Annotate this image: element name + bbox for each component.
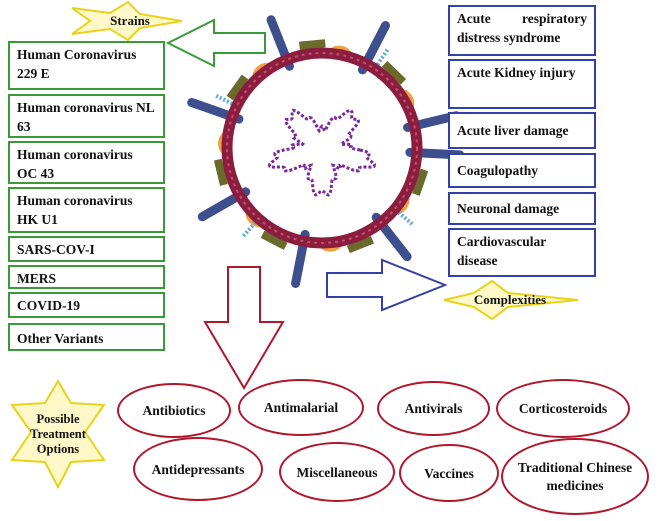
treatment-arrow	[203, 266, 285, 390]
virus-illustration	[187, 15, 465, 288]
membrane-protein	[299, 39, 326, 50]
membrane-protein	[226, 74, 249, 101]
complexity-box: Neuronal damage	[448, 192, 596, 225]
strain-box: MERS	[8, 265, 165, 289]
strains-arrow	[165, 18, 266, 68]
complexity-box: Coagulopathy	[448, 153, 596, 188]
membrane-protein	[381, 61, 407, 85]
complexity-box: Acute liver damage	[448, 112, 596, 149]
membrane-protein	[213, 158, 228, 186]
strain-box: Human coronavirus OC 43	[8, 141, 165, 184]
treatment-title: Possible Treatment Options	[30, 412, 86, 456]
membrane-protein	[260, 230, 288, 250]
virus-envelope-texture	[226, 52, 418, 244]
strain-box: Human coronavirus HK U1	[8, 187, 165, 233]
strains-title: Strains	[110, 13, 150, 28]
complexities-title: Complexities	[473, 292, 547, 307]
strain-box: Human coronavirus NL 63	[8, 94, 165, 138]
treatment-oval: Antivirals	[377, 381, 490, 436]
treatment-oval: Traditional Chinese medicines	[501, 438, 649, 515]
strain-box: COVID-19	[8, 292, 165, 318]
strain-box: Human Coronavirus 229 E	[8, 41, 165, 90]
treatment-star-shape	[10, 379, 106, 490]
treatment-oval: Corticosteroids	[496, 379, 630, 438]
complexity-box: Acute respiratory distress syndrome	[448, 5, 596, 56]
complexities-arrow	[326, 258, 448, 312]
membrane-protein	[346, 236, 374, 254]
membrane-protein	[412, 168, 429, 196]
treatment-oval: Miscellaneous	[279, 442, 395, 502]
strains-star-shape	[71, 0, 183, 42]
treatment-oval: Antibiotics	[117, 383, 231, 438]
treatment-oval: Antidepressants	[133, 437, 263, 501]
complexity-box: Cardiovascular disease	[448, 228, 596, 277]
treatment-oval: Vaccines	[399, 444, 499, 502]
treatment-oval: Antimalarial	[238, 379, 364, 436]
complexities-star-shape	[443, 279, 579, 321]
complexity-box: Acute Kidney injury	[448, 59, 596, 109]
strain-box: SARS-COV-I	[8, 236, 165, 262]
strain-box: Other Variants	[8, 323, 165, 351]
viral-rna	[267, 108, 377, 197]
